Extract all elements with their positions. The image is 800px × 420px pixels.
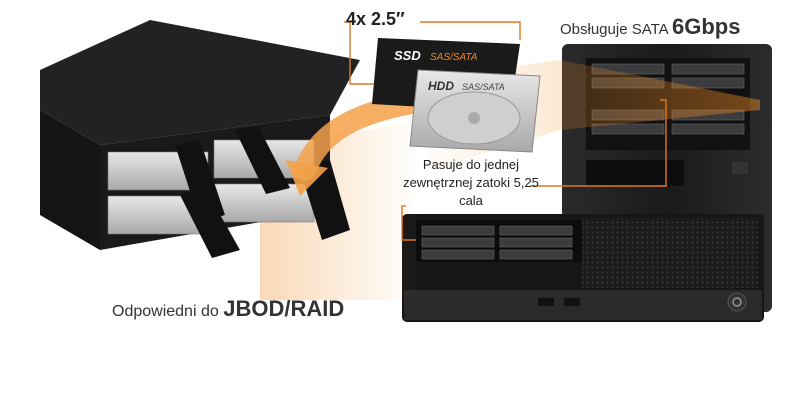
sata-speed: 6Gbps <box>672 14 741 39</box>
sata-support-label: Obsługuje SATA 6Gbps <box>560 14 740 40</box>
drive-count-label: 4x 2.5″ <box>346 9 405 29</box>
hdd-drive: HDD SAS/SATA <box>409 69 541 153</box>
drive-cage <box>40 20 360 258</box>
fit-note: Pasuje do jednej zewnętrznej zatoki 5,25… <box>403 157 539 208</box>
bracket-lines <box>344 21 667 241</box>
hdd-iface: SAS/SATA <box>462 82 505 92</box>
jbod-prefix: Odpowiedni do <box>112 303 219 320</box>
hdd-label: HDD <box>428 79 454 93</box>
arrow-head-icon <box>286 160 328 196</box>
jbod-suffix: JBOD/RAID <box>223 296 345 321</box>
jbod-raid-label: Odpowiedni do JBOD/RAID <box>112 296 344 322</box>
sata-prefix: Obsługuje SATA <box>560 21 668 38</box>
ssd-iface: SAS/SATA <box>430 52 478 63</box>
desktop-chassis <box>402 214 764 322</box>
ssd-label: SSD <box>394 48 421 63</box>
